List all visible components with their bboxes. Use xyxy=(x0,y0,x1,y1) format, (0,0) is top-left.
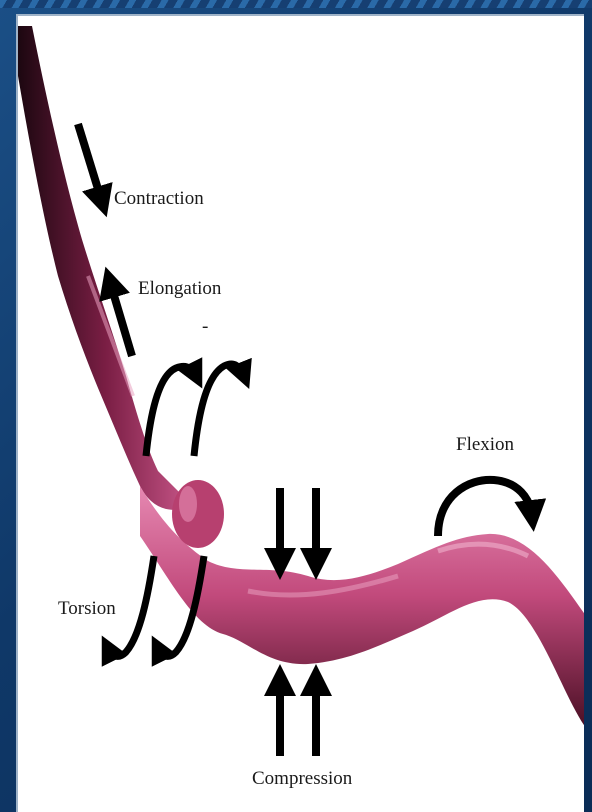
vessel-diagram xyxy=(18,16,584,812)
vessel-torsion-knot xyxy=(172,480,224,548)
label-flexion: Flexion xyxy=(456,434,514,456)
vessel-body xyxy=(18,26,584,728)
label-contraction: Contraction xyxy=(114,188,204,210)
label-dash: - xyxy=(202,316,208,338)
torsion-arrow-upper-1 xyxy=(146,366,196,456)
flexion-arrow xyxy=(438,480,532,536)
label-compression: Compression xyxy=(252,768,352,790)
top-decor-stripe xyxy=(0,0,592,8)
torsion-arrow-upper-2 xyxy=(194,364,244,456)
label-elongation: Elongation xyxy=(138,278,221,300)
diagram-panel: Contraction Elongation - Torsion Flexion… xyxy=(16,14,584,812)
label-torsion: Torsion xyxy=(58,598,116,620)
contraction-arrow xyxy=(78,124,102,202)
vessel-upper-segment xyxy=(18,26,193,510)
